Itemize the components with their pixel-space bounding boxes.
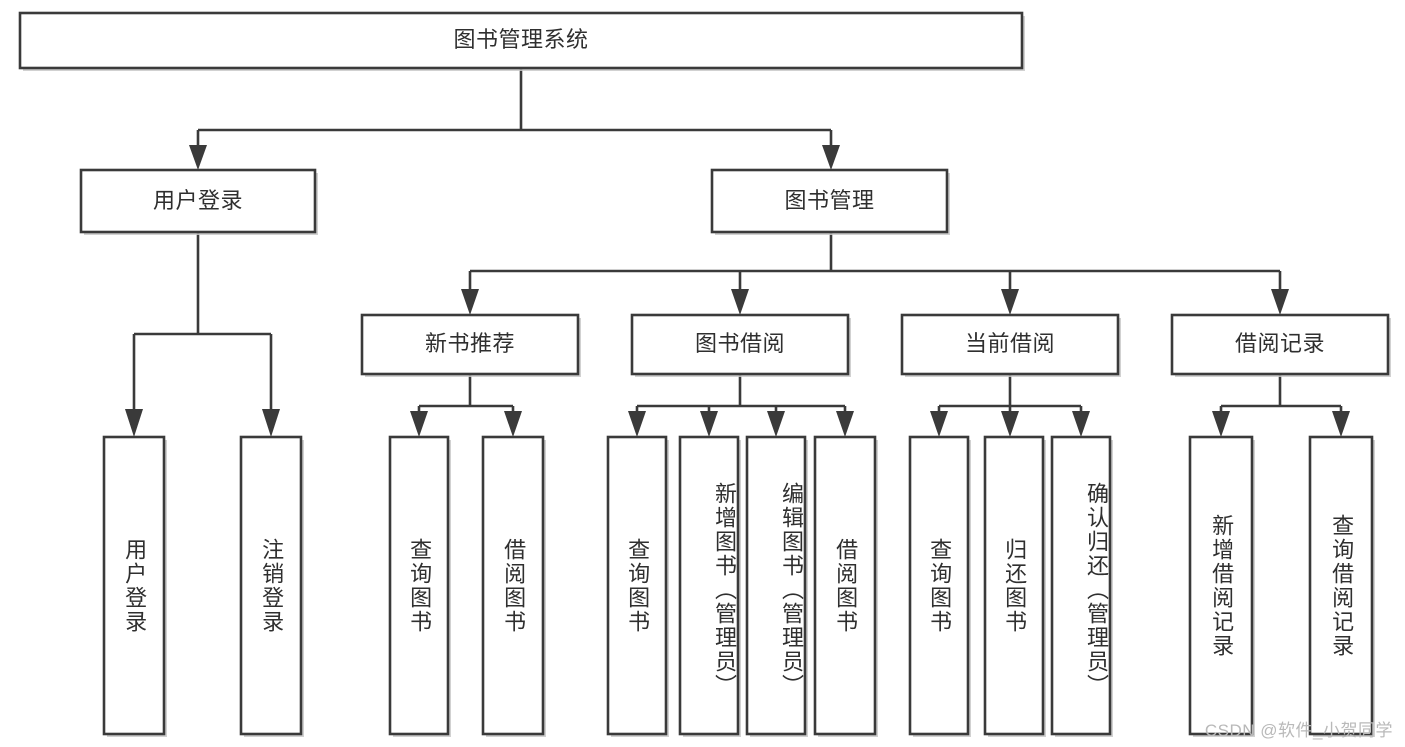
node-root-box[interactable]	[18, 11, 1024, 70]
node-borrow-record-box[interactable]	[1170, 313, 1390, 376]
node-new-book-box[interactable]	[360, 313, 580, 376]
node-boxes	[18, 11, 1391, 737]
connector-borrow-record-to-leaves	[1212, 374, 1350, 437]
connector-root-to-level2	[189, 68, 840, 170]
node-leaf-box[interactable]	[813, 435, 877, 736]
node-leaf-box[interactable]	[983, 435, 1045, 736]
connector-new-book-to-leaves	[410, 374, 522, 437]
node-leaf-box[interactable]	[102, 435, 166, 736]
connector-user-login-to-leaves	[125, 232, 280, 437]
connector-borrow-to-leaves	[628, 374, 854, 437]
connector-book-mgmt-to-level3	[461, 232, 1289, 315]
node-leaf-box[interactable]	[388, 435, 450, 736]
csdn-watermark: CSDN @软件_小贺同学	[1204, 721, 1393, 740]
node-current-borrow-box[interactable]	[900, 313, 1120, 376]
node-leaf-box[interactable]	[1188, 435, 1254, 736]
node-leaf-box[interactable]	[1308, 435, 1374, 736]
node-leaf-box[interactable]	[1050, 435, 1112, 736]
node-book-mgmt-box[interactable]	[710, 168, 949, 234]
node-leaf-box[interactable]	[678, 435, 740, 736]
node-leaf-box[interactable]	[745, 435, 807, 736]
node-leaf-box[interactable]	[239, 435, 303, 736]
node-leaf-box[interactable]	[606, 435, 668, 736]
node-leaf-box[interactable]	[908, 435, 970, 736]
node-leaf-box[interactable]	[481, 435, 545, 736]
connector-current-borrow-to-leaves	[930, 374, 1090, 437]
node-user-login-box[interactable]	[79, 168, 317, 234]
node-borrow-box[interactable]	[630, 313, 850, 376]
